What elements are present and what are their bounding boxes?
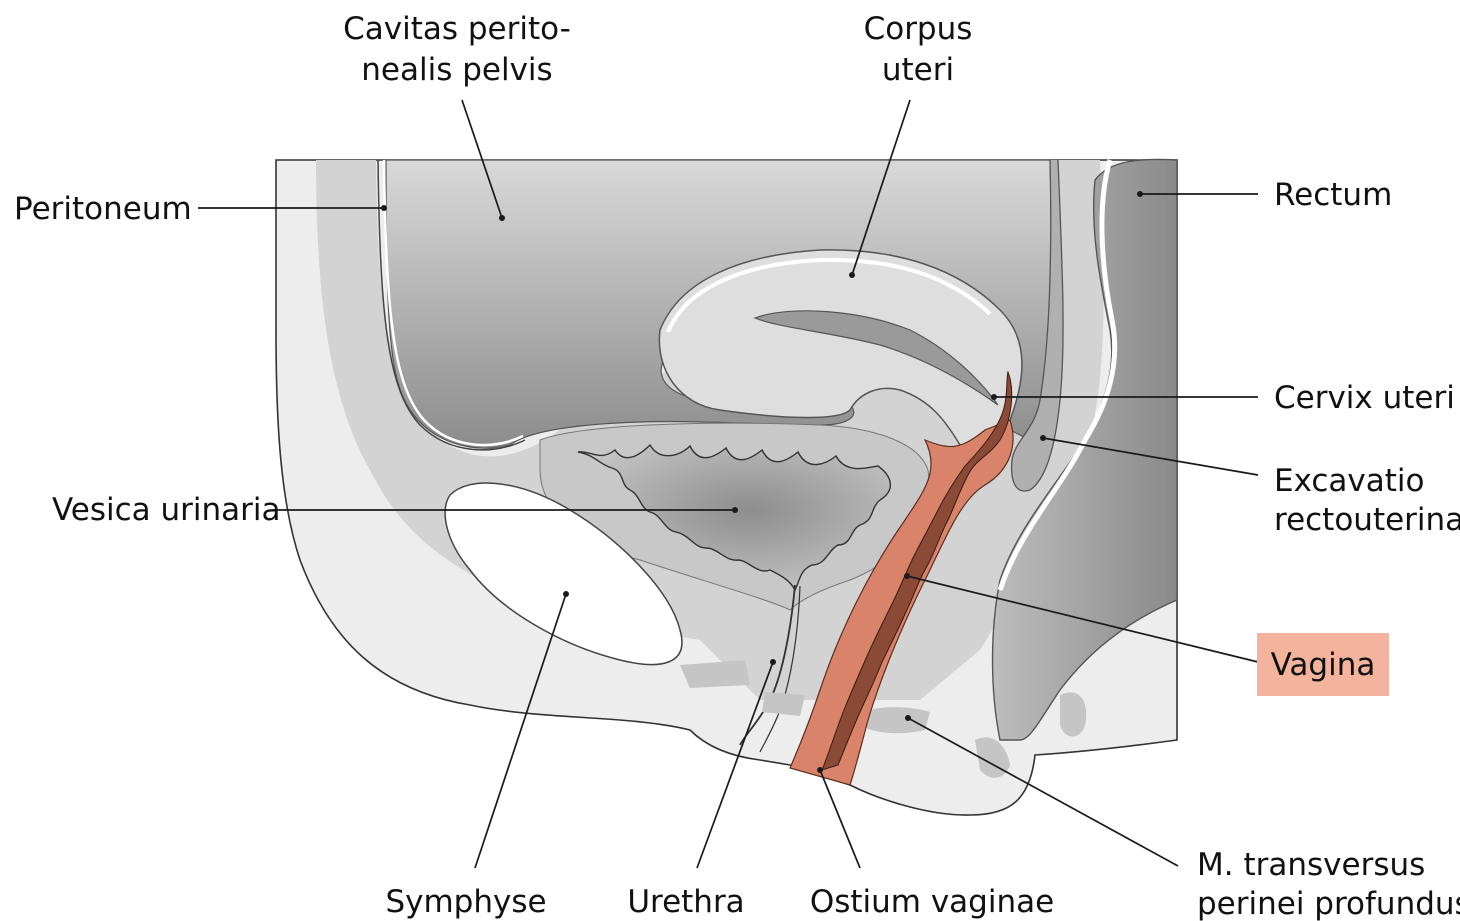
label-cavitas-line2: nealis pelvis	[361, 52, 552, 88]
transversus-muscle-patch	[865, 707, 930, 733]
label-excavatio-line2: rectouterina	[1274, 502, 1460, 538]
label-transversus-line1: M. transversus	[1197, 847, 1425, 883]
label-transversus-line2: perinei profundus	[1197, 886, 1460, 921]
label-rectum: Rectum	[1274, 177, 1392, 213]
label-vesica: Vesica urinaria	[52, 492, 281, 528]
label-urethra: Urethra	[627, 884, 744, 920]
label-ostium: Ostium vaginae	[810, 884, 1054, 920]
label-corpus-line1: Corpus	[864, 11, 973, 47]
label-symphyse: Symphyse	[385, 884, 546, 920]
label-cavitas-line1: Cavitas perito-	[343, 11, 571, 47]
label-excavatio-line1: Excavatio	[1274, 463, 1425, 499]
label-cervix: Cervix uteri	[1274, 380, 1455, 416]
label-peritoneum: Peritoneum	[14, 191, 192, 227]
label-corpus-line2: uteri	[882, 52, 954, 88]
perineal-muscle-patch	[680, 660, 750, 688]
label-vagina: Vagina	[1271, 647, 1376, 683]
